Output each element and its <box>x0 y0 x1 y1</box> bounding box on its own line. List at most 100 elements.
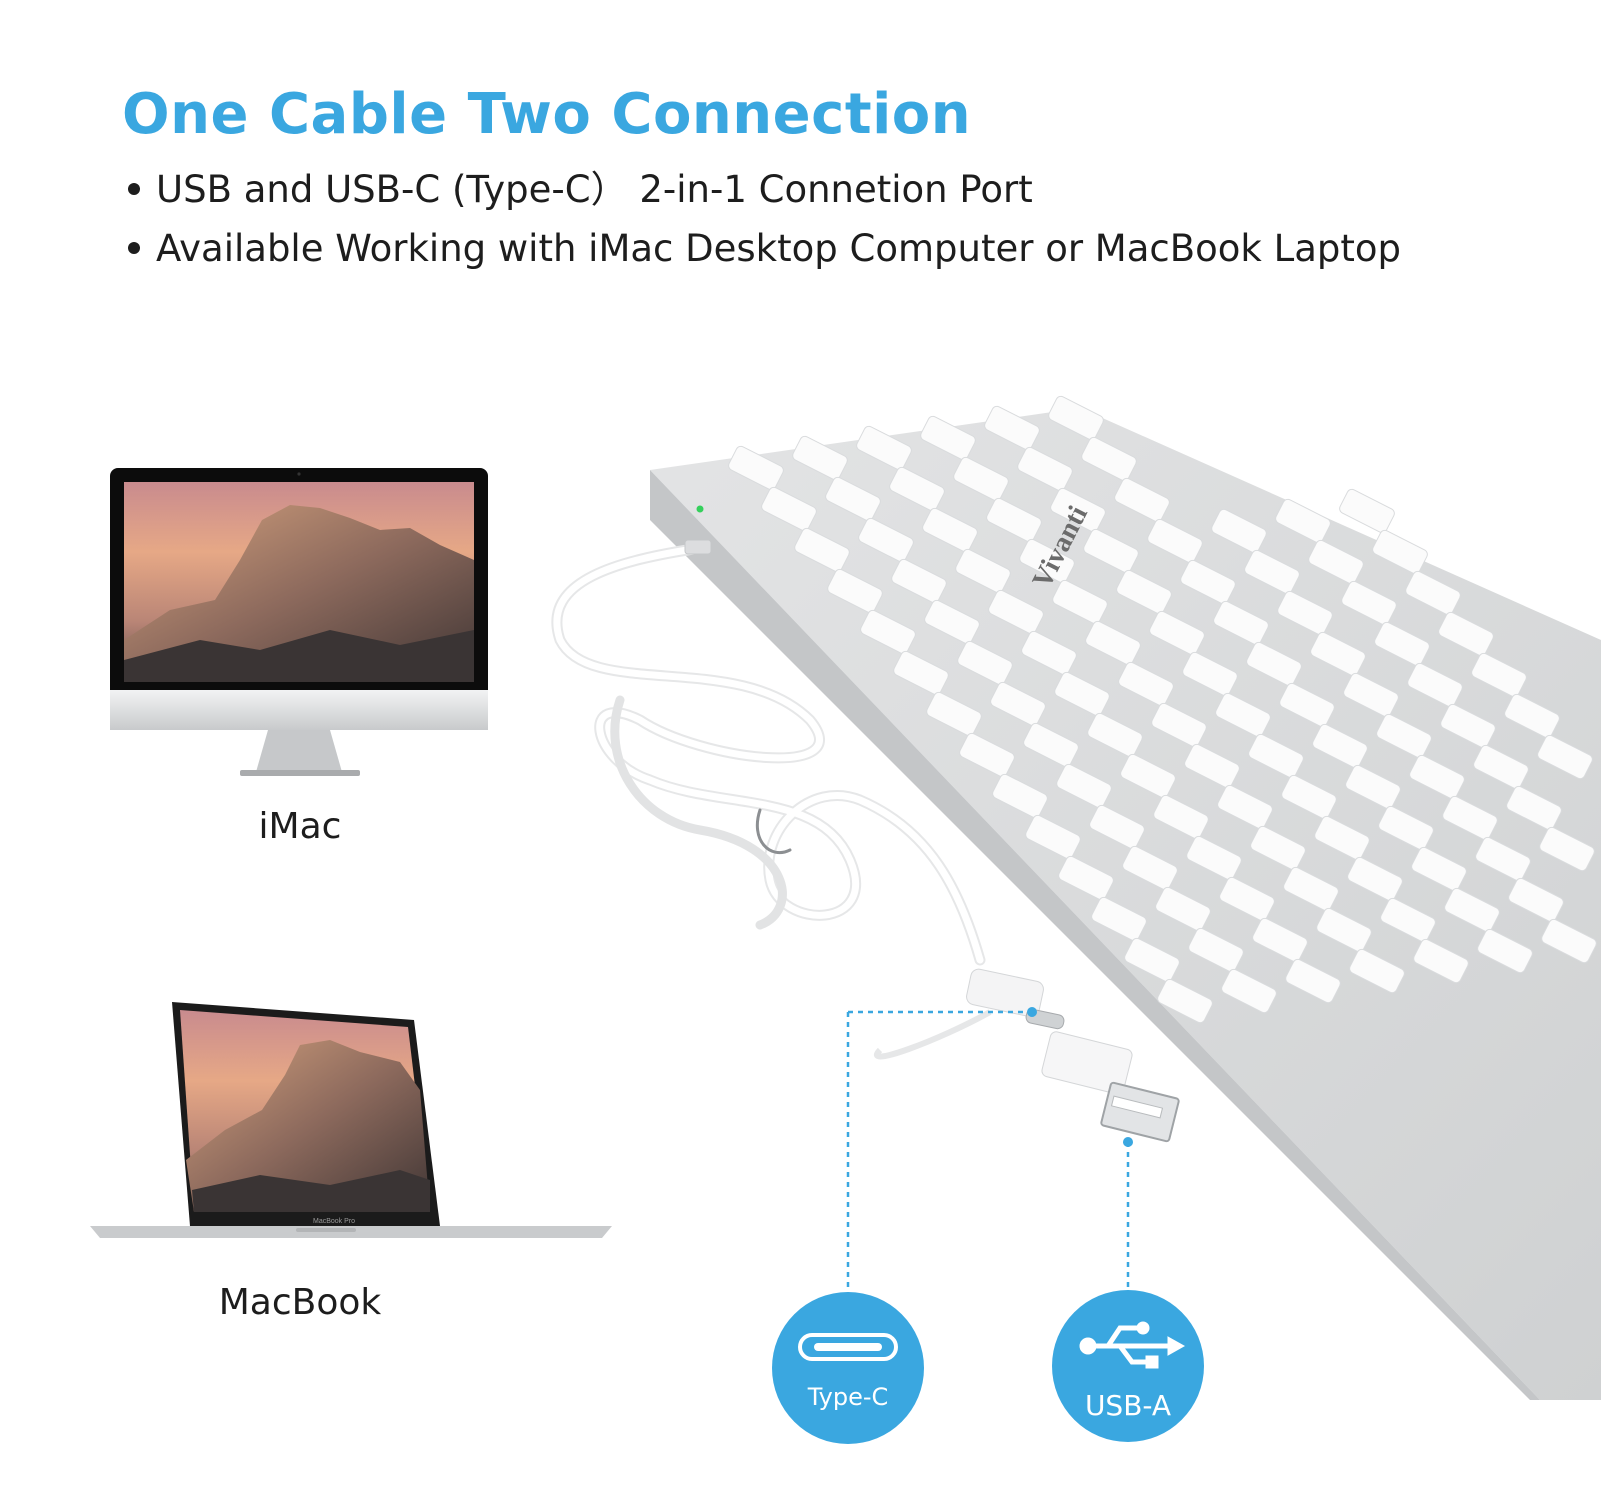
key-cap <box>1120 753 1176 799</box>
key-cap <box>955 548 1011 594</box>
macbook-screen-wallpaper <box>180 1010 430 1212</box>
key-cap <box>1250 825 1306 871</box>
key-cap <box>1182 651 1238 697</box>
key-cap <box>1537 734 1593 780</box>
key-cap <box>1149 610 1205 656</box>
key-cap <box>1048 395 1104 441</box>
key-cap <box>1054 671 1110 717</box>
key-cap <box>1180 559 1236 605</box>
key-grid <box>728 395 1597 1024</box>
key-cap <box>926 691 982 737</box>
key-cap <box>1083 528 1139 574</box>
key-cap <box>1023 722 1079 768</box>
type-c-adapter <box>874 968 1065 1060</box>
key-cap <box>1345 764 1401 810</box>
key-cap <box>1213 600 1269 646</box>
key-cap <box>1244 549 1300 595</box>
key-cap <box>1312 723 1368 769</box>
key-cap <box>1248 733 1304 779</box>
keyboard-edge <box>650 470 1540 1400</box>
key-cap <box>893 650 949 696</box>
key-cap <box>860 609 916 655</box>
key-cap <box>1504 693 1560 739</box>
key-cap <box>1186 835 1242 881</box>
key-cap <box>1217 784 1273 830</box>
key-cap <box>1246 641 1302 687</box>
imac-chin <box>110 690 488 730</box>
feature-text: USB and USB-C (Type-C） 2-in-1 Connetion … <box>156 168 1033 211</box>
key-cap <box>1279 682 1335 728</box>
usb-a-badge <box>1052 1290 1204 1442</box>
key-cap <box>1310 631 1366 677</box>
key-cap <box>1411 846 1467 892</box>
page-title: One Cable Two Connection <box>122 82 972 147</box>
key-cap <box>922 507 978 553</box>
feature-item: USB and USB-C (Type-C） 2-in-1 Connetion … <box>128 160 1401 219</box>
key-cap <box>1153 794 1209 840</box>
key-cap <box>1147 518 1203 564</box>
key-cap <box>1444 887 1500 933</box>
key-cap <box>761 486 817 532</box>
key-cap <box>1376 713 1432 759</box>
key-cap <box>1440 703 1496 749</box>
bullet-dot <box>128 241 140 254</box>
key-cap <box>1087 712 1143 758</box>
key-cap <box>1413 938 1469 984</box>
key-cap <box>1184 743 1240 789</box>
key-cap <box>792 435 848 481</box>
key-cap <box>1407 662 1463 708</box>
key-cap <box>1155 886 1211 932</box>
key-cap <box>1506 785 1562 831</box>
key-cap <box>858 517 914 563</box>
type-c-label: Type-C <box>807 1383 889 1411</box>
key-cap <box>1124 937 1180 983</box>
key-cap <box>1050 487 1106 533</box>
key-cap <box>1378 805 1434 851</box>
type-c-port-icon <box>798 1333 898 1361</box>
key-cap <box>988 589 1044 635</box>
key-cap <box>1442 795 1498 841</box>
key-cap <box>1438 611 1494 657</box>
feature-text: Available Working with iMac Desktop Comp… <box>156 227 1401 270</box>
key-cap <box>1215 692 1271 738</box>
key-cap <box>1475 836 1531 882</box>
key-cap <box>920 415 976 461</box>
key-cap <box>957 640 1013 686</box>
key-cap <box>1122 845 1178 891</box>
key-cap <box>1341 580 1397 626</box>
key-cap <box>990 681 1046 727</box>
feature-item: Available Working with iMac Desktop Comp… <box>128 219 1401 278</box>
imac-label: iMac <box>258 806 342 847</box>
key-cap <box>992 773 1048 819</box>
key-cap <box>953 456 1009 502</box>
key-cap <box>1372 529 1428 575</box>
keyboard-illustration: Vivanti <box>650 395 1601 1400</box>
key-cap <box>984 405 1040 451</box>
bullet-dot <box>128 182 140 195</box>
key-cap <box>856 425 912 471</box>
usb-a-label: USB-A <box>1085 1389 1171 1422</box>
key-cap <box>1374 621 1430 667</box>
key-cap <box>1058 855 1114 901</box>
key-cap <box>1471 652 1527 698</box>
macbook-label: MacBook <box>218 1282 382 1323</box>
key-cap <box>1089 804 1145 850</box>
key-cap <box>1025 814 1081 860</box>
key-cap <box>1211 508 1267 554</box>
key-cap <box>1508 877 1564 923</box>
key-cap <box>1157 978 1213 1024</box>
key-cap <box>1017 446 1073 492</box>
key-cap <box>1219 876 1275 922</box>
key-cap <box>1349 948 1405 994</box>
key-cap <box>827 568 883 614</box>
type-c-badge <box>772 1292 924 1444</box>
macbook-illustration: MacBook Pro <box>90 1002 612 1238</box>
key-cap <box>1308 539 1364 585</box>
type-c-callout: Type-C <box>772 1007 1037 1444</box>
key-cap <box>1405 570 1461 616</box>
key-cap <box>1085 620 1141 666</box>
key-cap <box>986 497 1042 543</box>
key-cap <box>1539 826 1595 872</box>
key-cap <box>1281 774 1337 820</box>
key-cap <box>1019 538 1075 584</box>
